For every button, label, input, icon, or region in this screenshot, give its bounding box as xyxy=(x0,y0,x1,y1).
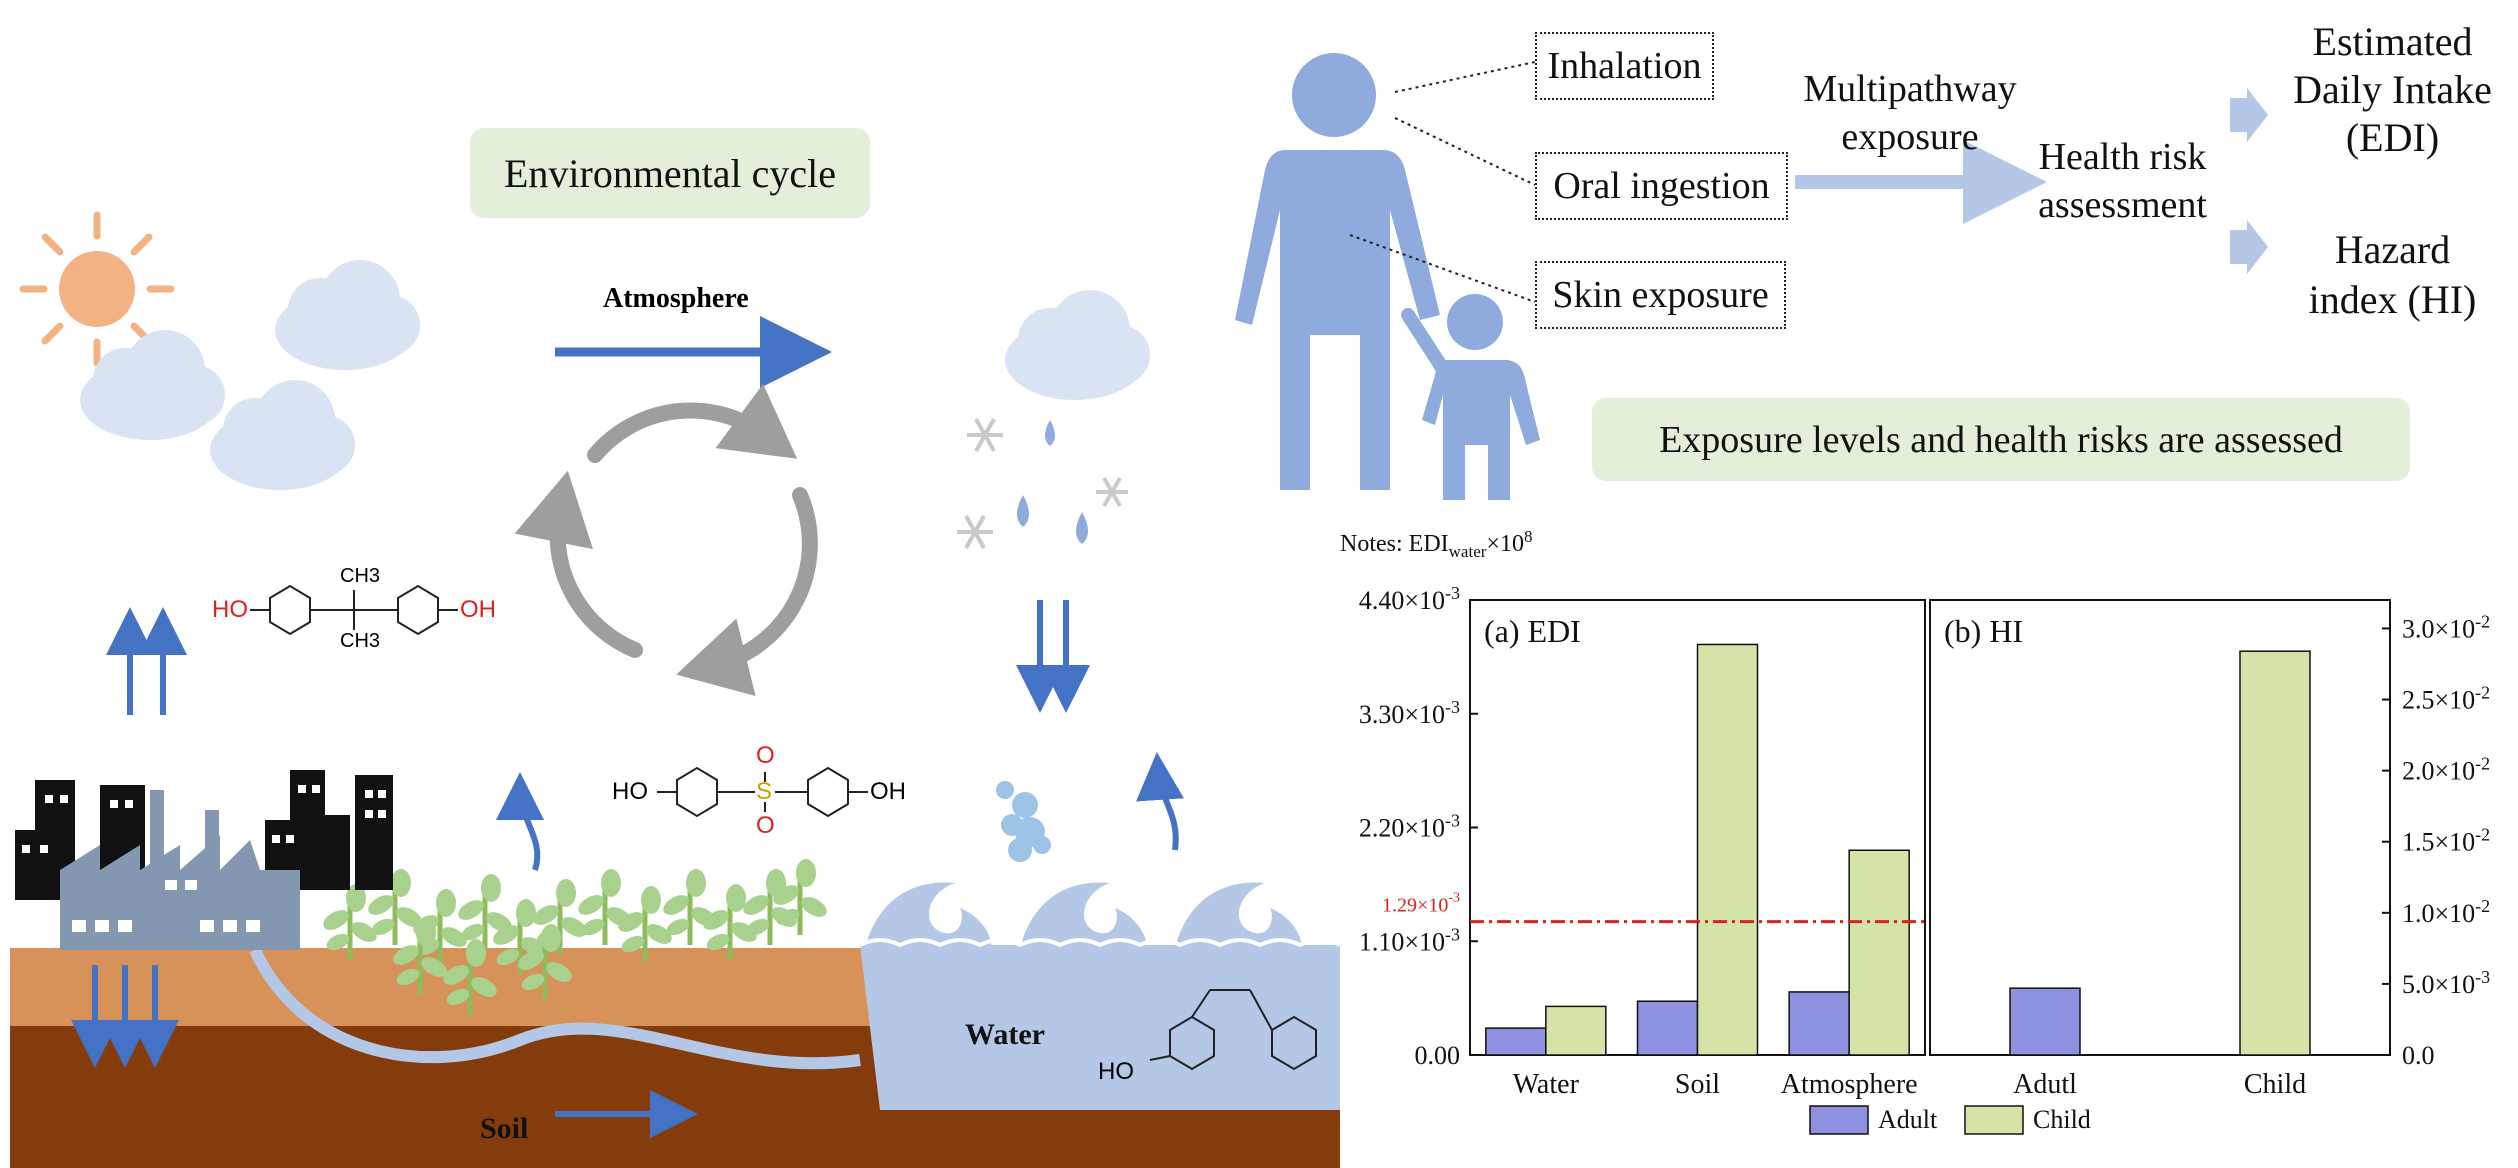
sun-icon xyxy=(19,211,175,367)
bpf-molecule-icon xyxy=(1149,989,1317,1071)
water-body xyxy=(860,945,1340,1110)
bar-adult-soil xyxy=(1636,1000,1699,1056)
bar-child-water xyxy=(1545,1005,1607,1056)
bps-s: S xyxy=(756,778,773,805)
hi-panel-frame xyxy=(1929,599,2391,1056)
snowflake-icon xyxy=(957,418,1128,549)
y-tick-label: 0.0 xyxy=(2402,1041,2435,1070)
x-tick-label: Water xyxy=(1513,1069,1580,1100)
cloud-icon xyxy=(80,330,225,440)
bar-adult-adutl xyxy=(2009,987,2081,1056)
rain-down-arrows xyxy=(1016,600,1090,713)
hi-panel-title: (b) HI xyxy=(1944,613,2023,649)
bps-oh-left: HO xyxy=(612,778,648,805)
legend-swatch-child xyxy=(1964,1105,2024,1135)
soil-label: Soil xyxy=(480,1112,529,1145)
x-tick-label: Adutl xyxy=(2013,1069,2077,1100)
x-tick-label: Child xyxy=(2244,1069,2306,1100)
bar-child-child xyxy=(2239,650,2311,1056)
x-tick-label: Atmosphere xyxy=(1781,1069,1918,1100)
edi-panel-title: (a) EDI xyxy=(1484,613,1581,649)
evaporation-arrow xyxy=(496,772,545,871)
y-tick-label: 2.5×10-2 xyxy=(2402,683,2490,715)
bps-o-bottom: O xyxy=(756,812,775,839)
multipathway-line2: exposure xyxy=(1841,116,1979,158)
y-tick-label: 3.0×10-2 xyxy=(2402,611,2490,643)
legend-swatch-adult xyxy=(1809,1105,1869,1135)
health-risk-line1: Health risk xyxy=(2038,136,2207,178)
water-label: Water xyxy=(965,1018,1045,1051)
health-risk-line2: assessment xyxy=(2038,184,2207,226)
evaporation-arrow xyxy=(1136,752,1184,851)
bpa-ch3-bottom: CH3 xyxy=(340,630,381,652)
bpa-ch3-top: CH3 xyxy=(340,565,381,587)
leaching-arrows xyxy=(71,965,179,1068)
bpf-oh: HO xyxy=(1098,1058,1134,1085)
pathway-connectors xyxy=(1349,61,2268,303)
threshold-label: 1.29×10-3 xyxy=(1382,891,1460,917)
atmosphere-label: Atmosphere xyxy=(603,283,749,314)
bpa-oh-left: HO xyxy=(212,596,248,623)
notes-prefix: Notes: xyxy=(1340,531,1403,557)
y-tick-label: 1.5×10-2 xyxy=(2402,825,2490,857)
y-tick-label: 2.20×10-3 xyxy=(1359,811,1460,843)
notes-main: EDI xyxy=(1408,531,1449,557)
cloud-icon xyxy=(275,260,420,370)
charts: (a) EDI 0.00 1.10×10-3 2.20×10-3 3.30×10-3 4.… xyxy=(1359,583,2490,1135)
hi-label: Hazard index (HI) xyxy=(2275,225,2510,325)
hi-arrow-icon xyxy=(2230,220,2268,274)
notes-label: Notes: EDIwater×108 xyxy=(1340,527,1532,562)
groundwater-flow xyxy=(249,947,861,1070)
cloud-icon xyxy=(210,380,355,490)
bar-adult-atmosphere xyxy=(1788,991,1850,1056)
y-tick-label: 4.40×10-3 xyxy=(1359,583,1460,615)
hi-line2: index (HI) xyxy=(2308,277,2477,322)
bps-molecule-icon xyxy=(657,766,868,818)
y-tick-label: 2.0×10-2 xyxy=(2402,754,2490,786)
bubbles-icon xyxy=(996,781,1051,862)
x-tick-label: Soil xyxy=(1675,1069,1720,1100)
edi-label: Estimated Daily Intake (EDI) xyxy=(2270,18,2515,162)
y-tick-label: 5.0×10-3 xyxy=(2402,967,2490,999)
notes-times: ×10 xyxy=(1486,531,1524,557)
bps-o-top: O xyxy=(756,742,775,769)
pathway-inhalation: Inhalation xyxy=(1535,32,1714,100)
y-tick-label: 1.0×10-2 xyxy=(2402,896,2490,928)
edi-line1: Estimated xyxy=(2312,19,2473,64)
bar-adult-water xyxy=(1485,1027,1547,1056)
legend-label-adult: Adult xyxy=(1878,1105,1938,1134)
health-risk-label: Health risk assessment xyxy=(2010,133,2235,229)
multipathway-exposure-label: Multipathway exposure xyxy=(1785,65,2035,161)
edi-arrow-icon xyxy=(2230,88,2268,142)
legend-label-child: Child xyxy=(2033,1105,2091,1134)
human-figures-icon xyxy=(1235,53,1540,500)
summary-banner: Exposure levels and health risks are ass… xyxy=(1592,398,2410,481)
rain-icon xyxy=(1017,420,1088,544)
environment-scene xyxy=(10,211,1341,1168)
edi-line2: Daily Intake xyxy=(2293,67,2492,112)
cycle-arrows-icon xyxy=(514,383,818,697)
pathway-oral-ingestion: Oral ingestion xyxy=(1535,152,1788,220)
pathway-skin-exposure: Skin exposure xyxy=(1535,261,1786,329)
notes-exp: 8 xyxy=(1523,527,1533,546)
bar-child-soil xyxy=(1696,643,1759,1056)
multipathway-line1: Multipathway xyxy=(1803,68,2017,110)
environmental-cycle-title: Environmental cycle xyxy=(470,128,870,218)
bpa-molecule-icon xyxy=(250,584,458,636)
cloud-icon xyxy=(1005,290,1150,400)
y-tick-label: 3.30×10-3 xyxy=(1359,697,1460,729)
bar-child-atmosphere xyxy=(1848,849,1910,1056)
bps-oh-right: OH xyxy=(870,778,906,805)
edi-line3: (EDI) xyxy=(2345,115,2440,160)
emission-up-arrows xyxy=(106,607,187,715)
y-tick-label: 0.00 xyxy=(1415,1041,1461,1070)
bpa-oh-right: OH xyxy=(460,596,496,623)
hi-line1: Hazard xyxy=(2334,227,2451,272)
notes-sub: water xyxy=(1448,541,1487,561)
y-tick-label: 1.10×10-3 xyxy=(1359,924,1460,956)
